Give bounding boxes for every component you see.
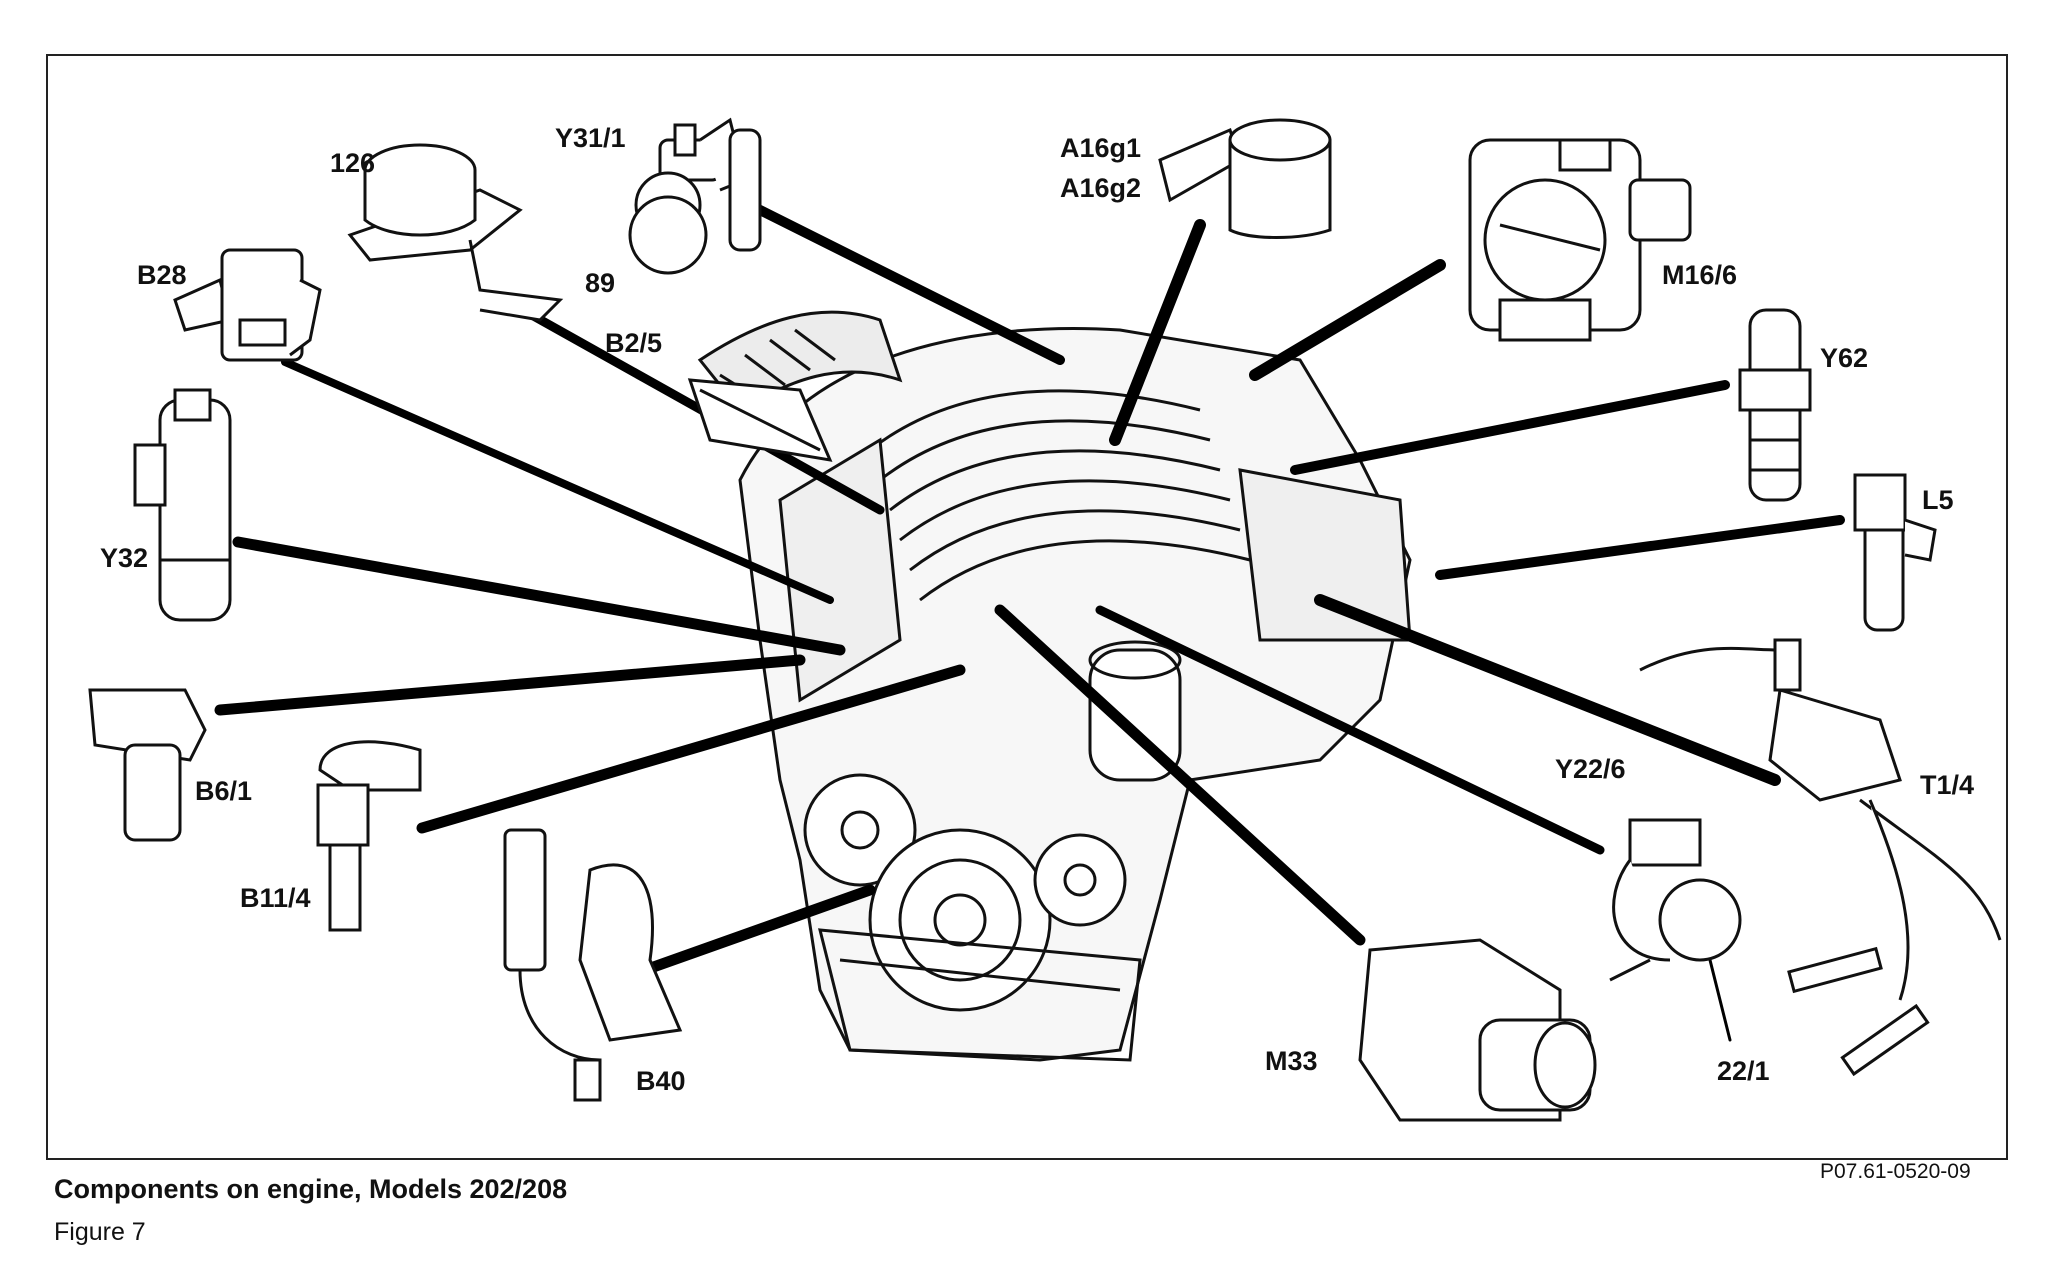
label-89: 89 <box>585 268 616 298</box>
label-a16g2: A16g2 <box>1060 173 1142 203</box>
component-b2-5 <box>687 378 833 462</box>
label-22-1: 22/1 <box>1717 1056 1770 1086</box>
label-t1-4: T1/4 <box>1920 770 1975 800</box>
leader-l5 <box>1435 515 1845 580</box>
component-b28 <box>173 248 322 362</box>
leader-a16g <box>1109 219 1206 446</box>
leader-y31-1 <box>735 195 1065 365</box>
label-m16-6: M16/6 <box>1662 260 1738 290</box>
component-b11-4 <box>316 740 422 932</box>
label-b40: B40 <box>636 1066 686 1096</box>
leader-b11-4 <box>416 664 966 834</box>
label-y31-1: Y31/1 <box>555 123 626 153</box>
leader-t1-4 <box>1314 594 1781 786</box>
component-126 <box>347 143 564 322</box>
component-a16g <box>1158 118 1332 239</box>
component-y31-1 <box>628 117 762 275</box>
label-126: 126 <box>330 148 376 178</box>
label-y22-6: Y22/6 <box>1555 754 1626 784</box>
label-m33: M33 <box>1265 1046 1318 1076</box>
component-b40 <box>503 828 683 1102</box>
label-b6-1: B6/1 <box>195 776 253 806</box>
engine-block <box>697 310 1412 1062</box>
leader-126 <box>500 295 885 515</box>
leader-b40 <box>639 884 876 976</box>
leader-y62 <box>1290 380 1730 475</box>
component-y32 <box>133 388 232 622</box>
leader-y22-6 <box>1095 605 1605 855</box>
component-m33 <box>1358 938 1597 1122</box>
label-y62: Y62 <box>1820 343 1869 373</box>
figure-number: Figure 7 <box>54 1218 146 1246</box>
label-a16g1: A16g1 <box>1060 133 1142 163</box>
component-l5 <box>1853 473 1937 632</box>
diagram-frame <box>46 54 2008 1160</box>
component-b6-1 <box>88 688 207 842</box>
label-b11-4: B11/4 <box>240 883 311 913</box>
leader-m33 <box>994 604 1366 946</box>
leader-m16-6 <box>1249 259 1446 381</box>
label-y32: Y32 <box>100 543 149 573</box>
component-y62 <box>1738 308 1812 502</box>
label-l5: L5 <box>1922 485 1954 515</box>
figure-caption: Components on engine, Models 202/208 <box>54 1174 568 1204</box>
component-m16-6 <box>1468 138 1692 342</box>
leader-b28 <box>281 358 834 604</box>
drawing-code: P07.61-0520-09 <box>1820 1160 1971 1183</box>
component-y22-6 <box>1609 818 1742 982</box>
leader-lines <box>214 195 1845 1042</box>
component-t1-4 <box>1639 638 2002 1077</box>
leader-y32 <box>232 536 846 656</box>
leader-b6-1 <box>214 654 806 716</box>
label-b28: B28 <box>137 260 187 290</box>
label-b2-5: B2/5 <box>605 328 663 358</box>
